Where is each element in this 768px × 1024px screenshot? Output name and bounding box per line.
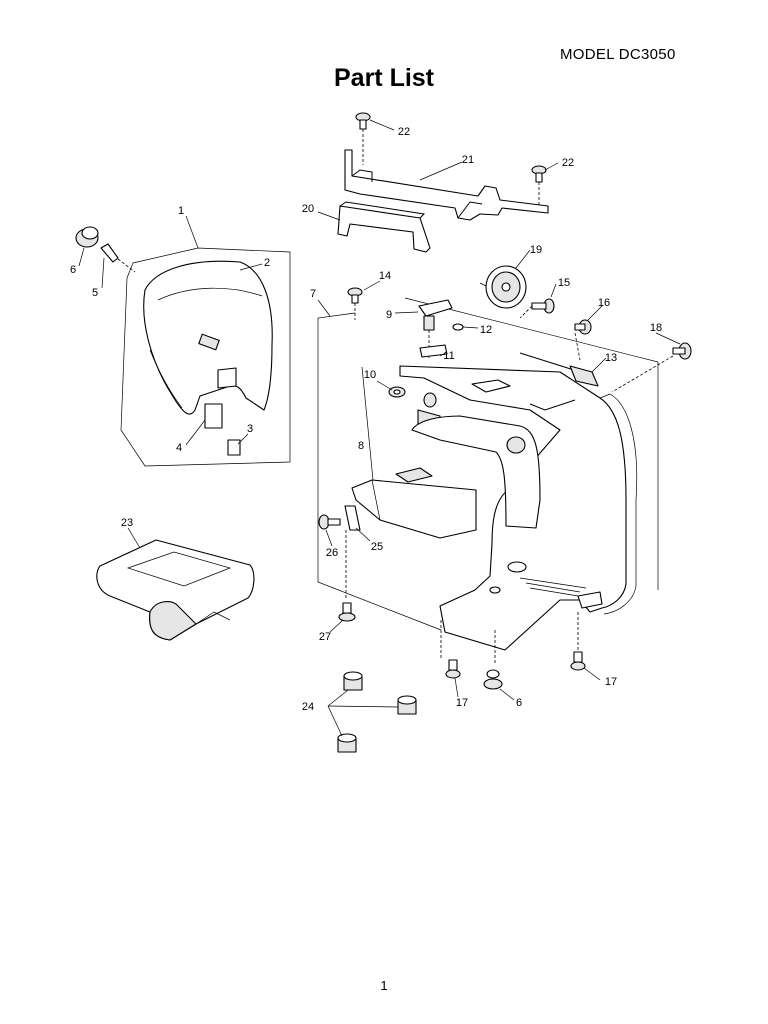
page-title: Part List [333, 64, 435, 92]
callout-3: 3 [247, 423, 253, 435]
part-22-screw-top [355, 112, 371, 130]
callout-5: 5 [92, 287, 98, 299]
part-6-foot-lower [483, 669, 503, 690]
callout-14: 14 [379, 270, 391, 282]
callout-17-right: 17 [605, 676, 617, 688]
callout-1: 1 [178, 205, 184, 217]
part-21-bracket [344, 149, 549, 221]
callout-22-top: 22 [398, 126, 410, 138]
part-27-foot [338, 602, 356, 622]
callout-9: 9 [386, 309, 392, 321]
part-10-washer [388, 386, 406, 398]
callout-11: 11 [443, 350, 454, 362]
part-5-screw [100, 243, 119, 263]
leader-lines [78, 119, 681, 737]
part-16-screw [574, 319, 592, 335]
part-18-screw [672, 342, 692, 360]
part-6-foot-upper [75, 226, 99, 248]
callout-23: 23 [121, 517, 133, 529]
callout-22-right: 22 [562, 157, 574, 169]
page-number: 1 [380, 978, 388, 993]
callout-13: 13 [605, 352, 617, 364]
callout-7: 7 [310, 288, 316, 300]
model-label: MODEL DC3050 [560, 46, 676, 63]
part-24-spool-c [337, 733, 357, 753]
part-12-screw [452, 323, 464, 331]
part-22-screw-right [531, 165, 547, 183]
callout-18: 18 [650, 322, 662, 334]
callout-19: 19 [530, 244, 542, 256]
part-2-cover [143, 260, 273, 415]
callout-8: 8 [358, 440, 364, 452]
callout-2: 2 [264, 257, 270, 269]
callout-20: 20 [302, 203, 314, 215]
part-25-bracket [344, 505, 361, 531]
part-11-plate [419, 344, 448, 358]
callout-16: 16 [598, 297, 610, 309]
callout-15: 15 [558, 277, 570, 289]
part-17-foot-right [570, 651, 586, 671]
part-4-plate [204, 403, 223, 429]
callout-10: 10 [364, 369, 376, 381]
part-7-main-body [399, 365, 638, 651]
callout-12: 12 [480, 324, 492, 336]
callout-6: 6 [70, 264, 76, 276]
callout-6-lower: 6 [516, 697, 522, 709]
callout-25: 25 [371, 541, 383, 553]
part-9-tensioner [418, 299, 453, 331]
part-13-rod [519, 352, 599, 387]
part-24-spool-b [397, 695, 417, 715]
callout-26: 26 [326, 547, 338, 559]
part-24-spool-a [343, 671, 363, 691]
part-3-clip [227, 439, 241, 456]
part-15-screw [531, 298, 555, 314]
callout-17-center: 17 [456, 697, 468, 709]
part-8-bobbin-case [351, 467, 477, 539]
callout-21: 21 [462, 154, 474, 166]
part-20-frame [337, 201, 431, 253]
part-17-foot-center [445, 659, 461, 679]
part-19-wheel [479, 265, 527, 309]
part-14-screw [347, 287, 363, 304]
callout-4: 4 [176, 442, 182, 454]
callout-24: 24 [302, 701, 314, 713]
part-26-screw [318, 514, 341, 530]
part-23-handle [96, 539, 255, 641]
callout-27: 27 [319, 631, 331, 643]
